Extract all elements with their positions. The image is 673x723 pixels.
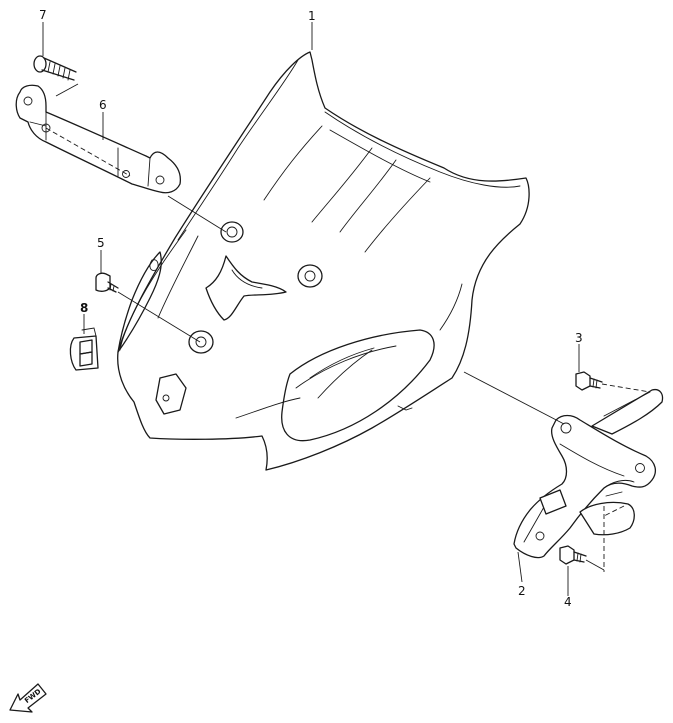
part-3-bolt	[575, 371, 603, 391]
part-8-clip-nut	[69, 327, 99, 371]
part-1-front-cowling	[117, 51, 530, 471]
callout-4: 4	[564, 595, 572, 609]
part-7-screw	[33, 55, 77, 81]
callout-7: 7	[39, 8, 47, 22]
callout-8: 8	[80, 301, 88, 315]
callout-6: 6	[99, 98, 107, 112]
callout-leaders	[42, 22, 580, 596]
assembly-lines	[45, 83, 651, 572]
callout-5: 5	[97, 236, 105, 250]
part-2-stay-bracket	[513, 388, 664, 559]
callout-3: 3	[575, 331, 583, 345]
part-5-bolt	[95, 272, 119, 293]
callout-2: 2	[518, 584, 526, 598]
part-4-bolt	[559, 545, 587, 565]
fwd-arrow-icon: FWD	[9, 683, 47, 713]
part-6-upper-bracket	[15, 84, 182, 194]
callout-1: 1	[308, 9, 316, 23]
